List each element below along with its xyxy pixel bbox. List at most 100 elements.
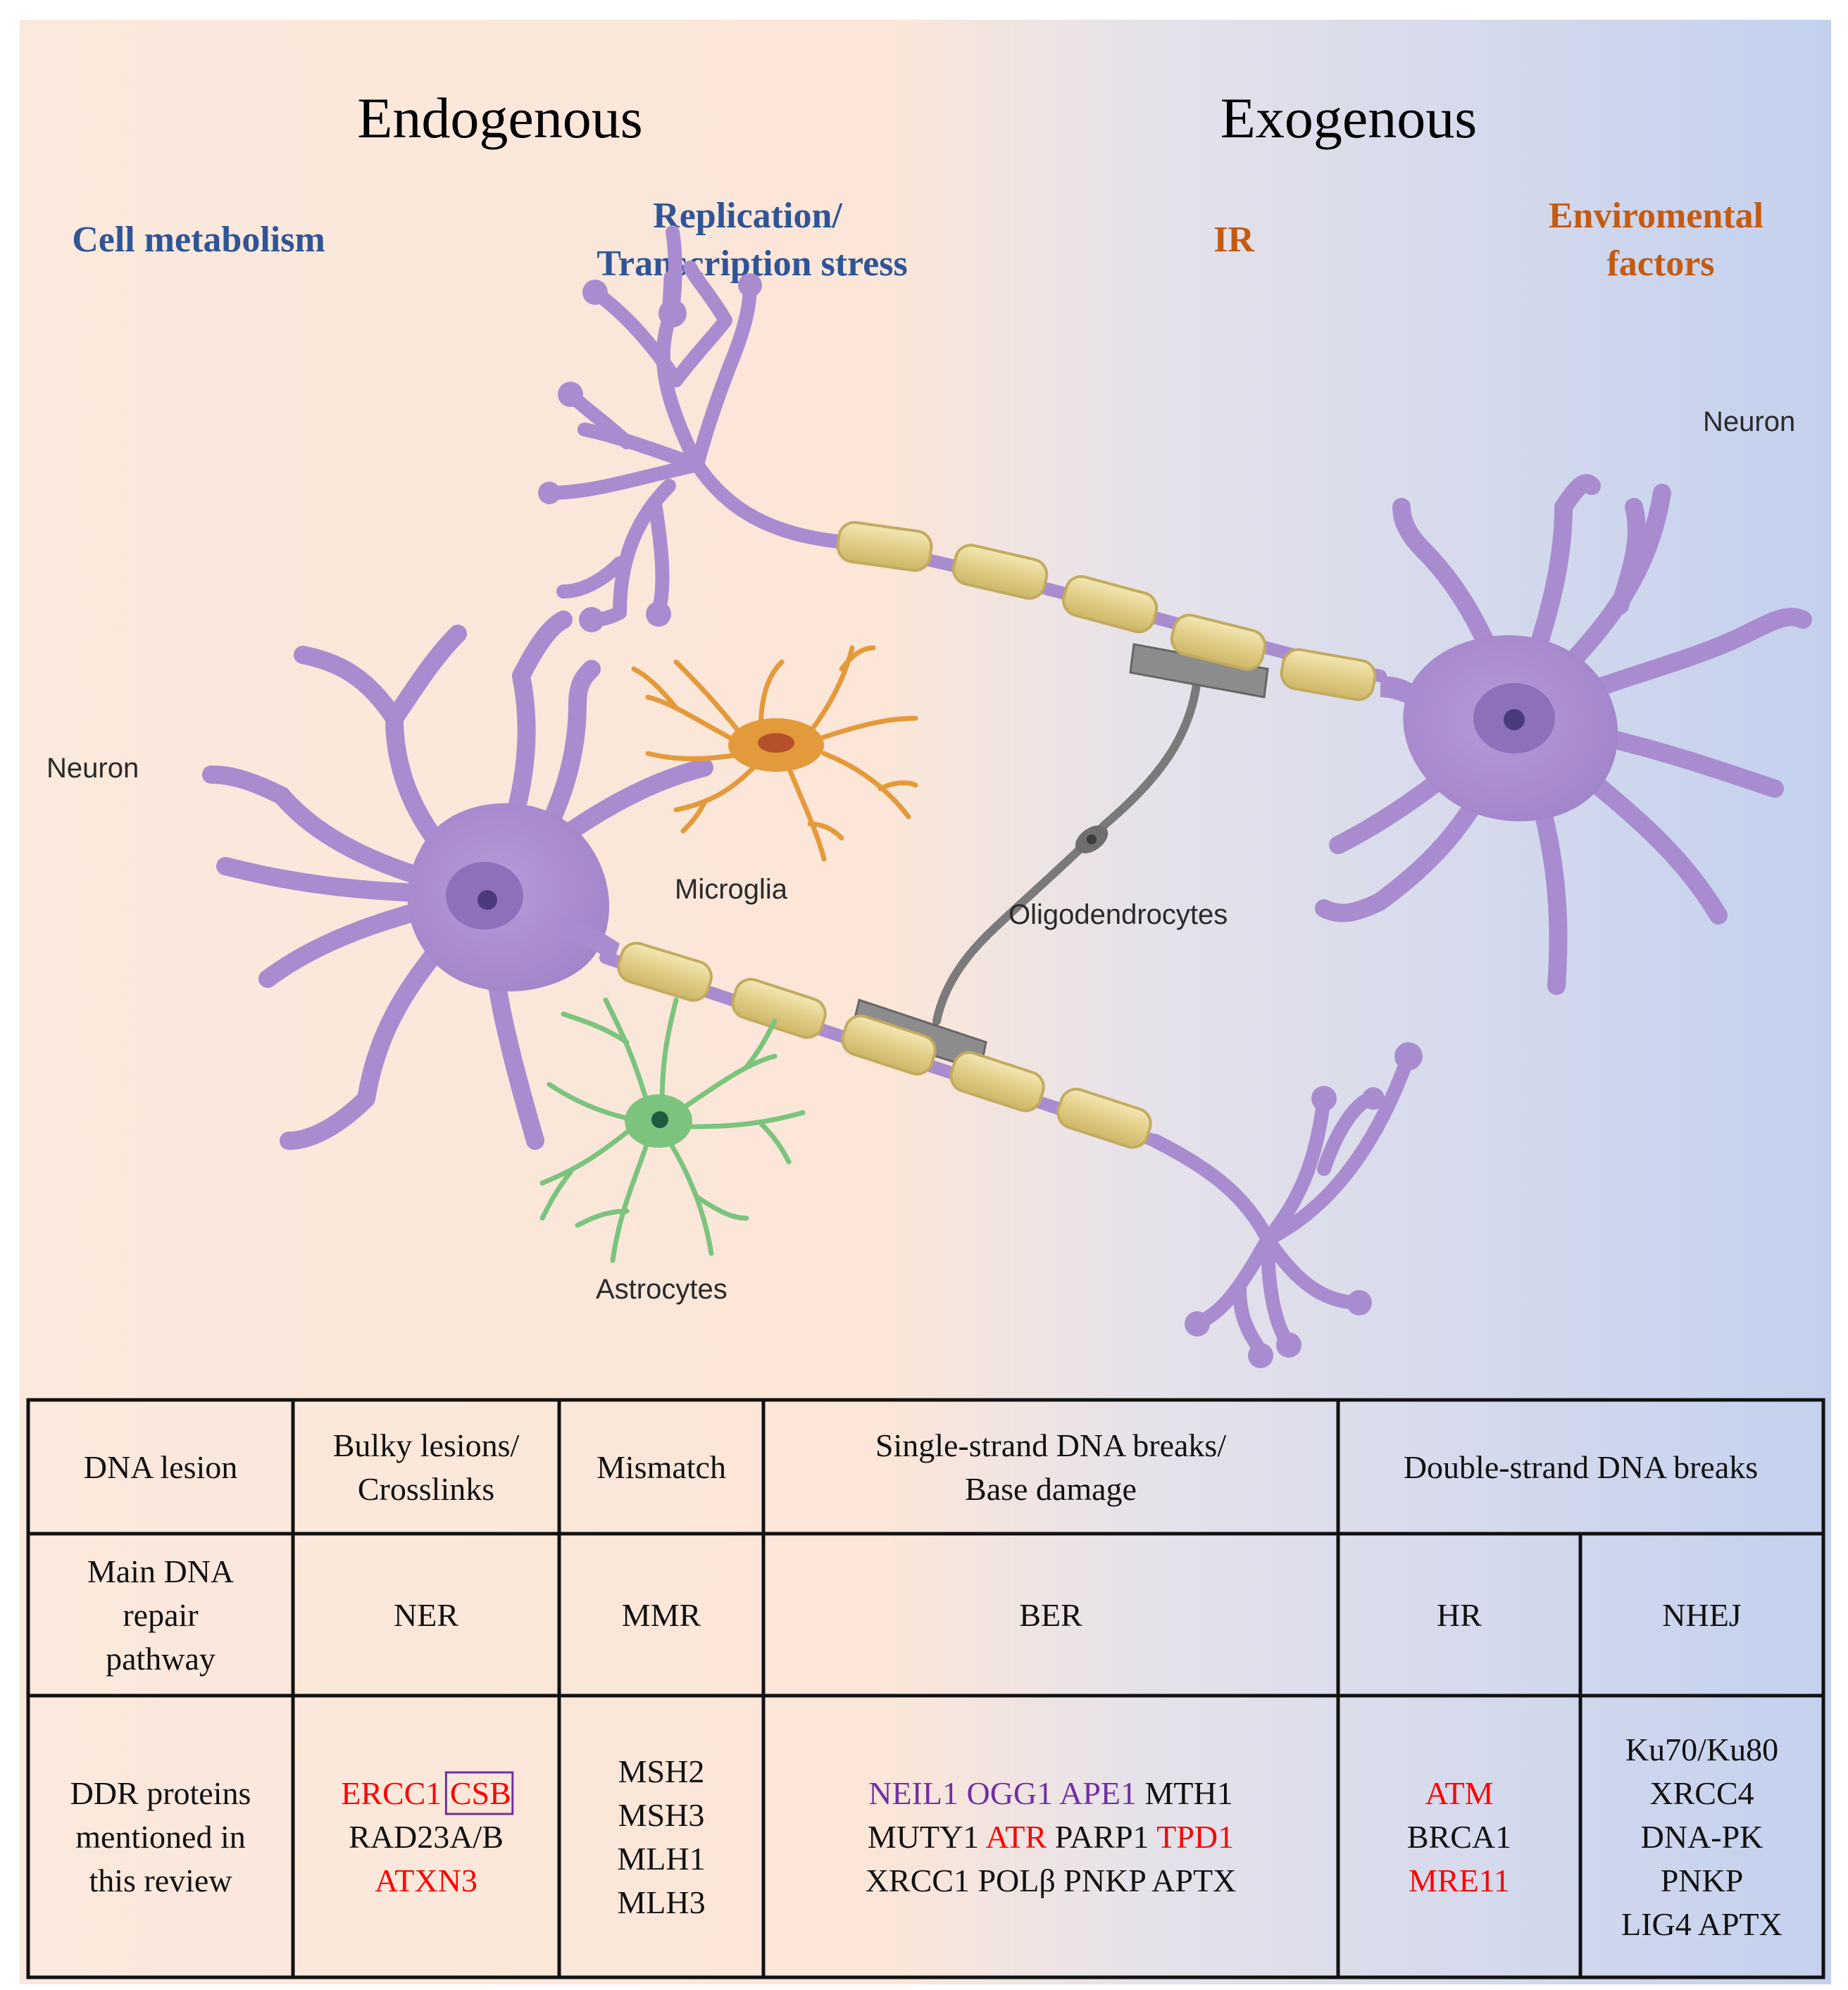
protein-line: NEIL1 OGG1 APE1 MTH1 — [868, 1775, 1233, 1811]
protein-line: XRCC1 POLβ PNKP APTX — [866, 1863, 1237, 1898]
left-neuron-nucleolus — [477, 890, 497, 910]
table-grid — [26, 1398, 1825, 1979]
row-header: DDR proteins — [70, 1775, 251, 1811]
oligodendrocyte-process — [932, 675, 1201, 1025]
protein-name: ERCC1 — [341, 1775, 442, 1811]
myelin-segment — [836, 520, 933, 572]
row-header: DNA lesion — [84, 1449, 238, 1485]
row-header: pathway — [106, 1641, 216, 1677]
myelin-segment — [951, 544, 1049, 600]
myelin-segment — [1061, 575, 1159, 634]
protein-name: MLH3 — [617, 1884, 705, 1920]
label-neuron-right: Neuron — [1703, 406, 1795, 437]
protein-name: ATXN3 — [375, 1863, 477, 1898]
exogenous-heading: Exogenous — [1220, 86, 1477, 150]
protein-name: OGG1 — [959, 1775, 1053, 1811]
source-line: Replication/ — [653, 196, 842, 236]
source-cell-metabolism: Cell metabolism — [72, 220, 325, 260]
row-header: mentioned in — [75, 1819, 245, 1855]
protein-line: DNA-PK — [1641, 1819, 1763, 1855]
source-line: IR — [1213, 220, 1255, 260]
myelin-segment — [1170, 613, 1267, 671]
pathway-cell: NER — [394, 1597, 458, 1633]
protein-line: LIG4 APTX — [1621, 1906, 1783, 1942]
pathway-cell: NHEJ — [1662, 1597, 1741, 1633]
protein-name: MTH1 — [1137, 1775, 1233, 1811]
protein-name: ATR — [979, 1819, 1047, 1855]
pathway-cell: HR — [1437, 1597, 1482, 1633]
protein-line: ERCC1 CSB — [341, 1775, 511, 1811]
lesion-cell: Base damage — [965, 1471, 1137, 1507]
label-oligodendrocytes: Oligodendrocytes — [1009, 899, 1228, 930]
astrocyte-nucleus — [651, 1111, 668, 1128]
protein-name: PNKP — [1661, 1863, 1744, 1898]
protein-name: XRCC1 — [866, 1863, 970, 1898]
protein-name: CSB — [442, 1775, 511, 1811]
protein-line: XRCC4 — [1649, 1775, 1754, 1811]
protein-name: MLH1 — [617, 1841, 705, 1877]
lesion-cell: Single-strand DNA breaks/ — [875, 1427, 1226, 1463]
protein-line: MLH3 — [617, 1884, 705, 1920]
lesion-cell: Double-strand DNA breaks — [1404, 1449, 1758, 1485]
protein-line: MSH3 — [618, 1797, 705, 1833]
label-neuron-left: Neuron — [46, 753, 139, 784]
left-neuron-dendrites — [202, 611, 713, 1150]
label-microglia: Microglia — [675, 874, 788, 905]
myelin-segment — [1056, 1087, 1152, 1149]
row-header: Main DNA — [87, 1553, 234, 1589]
protein-name: MSH3 — [618, 1797, 705, 1833]
source-line: Cell metabolism — [72, 220, 325, 260]
left-neuron-hillock — [556, 915, 620, 965]
neuron-nuclei — [446, 683, 1555, 930]
pathway-cell: MMR — [622, 1597, 701, 1633]
source-line: factors — [1606, 244, 1714, 284]
myelin-segment — [949, 1051, 1045, 1113]
myelin-segment — [841, 1014, 937, 1076]
protein-name: DNA-PK — [1641, 1819, 1763, 1855]
right-neuron-nucleolus — [1504, 709, 1525, 730]
protein-name: NEIL1 — [868, 1775, 959, 1811]
damage-sources: Cell metabolism Replication/ Transcripti… — [72, 196, 1763, 284]
oligodendrocyte-nucleus — [1087, 834, 1097, 844]
myelin-segment — [1280, 648, 1377, 701]
protein-line: MLH1 — [617, 1841, 705, 1877]
protein-name: LIG4 APTX — [1621, 1906, 1783, 1942]
protein-name: POLβ — [970, 1863, 1056, 1898]
protein-name: Ku70/Ku80 — [1625, 1732, 1778, 1767]
protein-name: PARP1 — [1047, 1819, 1149, 1855]
lesion-cell: Crosslinks — [358, 1471, 494, 1507]
row-header: repair — [123, 1597, 198, 1633]
protein-name: MUTY1 — [868, 1819, 979, 1855]
astrocyte — [539, 997, 806, 1263]
source-replication-stress: Replication/ Transcription stress — [597, 196, 908, 284]
protein-name: RAD23A/B — [349, 1819, 504, 1855]
myelin-sheaths — [617, 520, 1377, 1149]
protein-line: ATXN3 — [375, 1863, 477, 1898]
highlight-box — [444, 1771, 514, 1815]
protein-name: ATM — [1425, 1775, 1493, 1811]
source-ir: IR — [1213, 220, 1255, 260]
protein-name: XRCC4 — [1649, 1775, 1754, 1811]
protein-name: PNKP — [1056, 1863, 1146, 1898]
protein-name: BRCA1 — [1407, 1819, 1511, 1855]
myelin-segment — [617, 941, 713, 1002]
source-line: Enviromental — [1549, 196, 1763, 236]
lesion-cell: Bulky lesions/ — [333, 1427, 520, 1463]
right-neuron-hillock — [1380, 676, 1430, 711]
lower-dendrite-tips — [1185, 1042, 1423, 1368]
protein-line: Ku70/Ku80 — [1625, 1732, 1778, 1767]
protein-line: MRE11 — [1409, 1863, 1510, 1898]
endogenous-heading: Endogenous — [357, 86, 642, 150]
background — [20, 20, 1831, 1984]
protein-name: TPD1 — [1149, 1819, 1235, 1855]
protein-name: MRE11 — [1409, 1863, 1510, 1898]
protein-name: APE1 — [1053, 1775, 1137, 1811]
upper-dendrite-tips — [538, 273, 762, 632]
protein-line: BRCA1 — [1407, 1819, 1511, 1855]
protein-line: RAD23A/B — [349, 1819, 504, 1855]
microglia-nucleus — [758, 733, 794, 753]
protein-line: ATM — [1425, 1775, 1493, 1811]
cell-labels: Neuron Neuron Microglia Oligodendrocytes… — [46, 406, 1795, 1305]
